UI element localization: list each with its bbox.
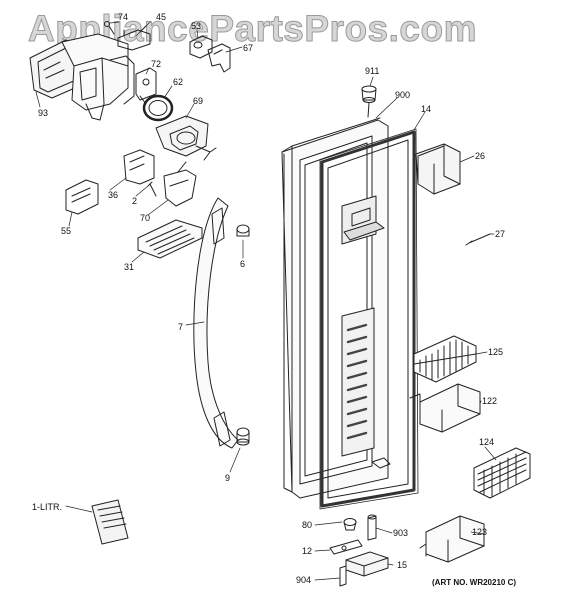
screw-2: [147, 181, 157, 197]
cover-26: [415, 143, 461, 195]
part-67: [207, 43, 231, 73]
label-36: 36: [108, 190, 119, 200]
label-74: 74: [118, 12, 129, 22]
label-26: 26: [475, 151, 486, 161]
handle-7: [193, 197, 239, 449]
label-69: 69: [193, 96, 204, 106]
bracket-55: [65, 179, 99, 215]
label-27: 27: [495, 229, 506, 239]
label-72: 72: [151, 59, 162, 69]
plug-9: [236, 427, 250, 446]
dispenser-housing-assembly: [29, 33, 135, 121]
label-125: 125: [488, 347, 504, 357]
wire-connector: [371, 457, 391, 469]
part-53: [189, 35, 213, 59]
bin-123: [419, 515, 485, 563]
plug-6: [236, 224, 250, 237]
chute-69: [155, 115, 217, 161]
label-93: 93: [38, 108, 49, 118]
label-53: 53: [191, 21, 202, 31]
label-15: 15: [397, 560, 408, 570]
leader-lines: [35, 21, 497, 581]
label-903: 903: [393, 528, 409, 538]
label-123: 123: [472, 527, 488, 537]
label-900: 900: [395, 90, 411, 100]
label-904: 904: [296, 575, 312, 585]
basket-124: [473, 447, 531, 499]
label-9: 9: [225, 473, 231, 483]
part-15: [345, 551, 389, 577]
bin-122: [409, 383, 481, 433]
label-12: 12: [302, 546, 313, 556]
label-14: 14: [421, 104, 432, 114]
screw-27: [465, 233, 491, 246]
label-911: 911: [365, 66, 380, 76]
screw-74: [104, 21, 115, 35]
tube-903: [367, 514, 377, 541]
label-6: 6: [240, 259, 246, 269]
ring-62: [142, 94, 174, 122]
label-55: 55: [61, 226, 72, 236]
label-7: 7: [178, 322, 184, 332]
label-31: 31: [124, 262, 135, 272]
door-gasket: [319, 128, 419, 510]
bin-125: [413, 335, 477, 383]
part-12: [329, 539, 363, 555]
label-45: 45: [156, 12, 167, 22]
label-80: 80: [302, 520, 313, 530]
drip-tray-31: [137, 219, 203, 259]
label-70: 70: [140, 213, 151, 223]
cap-911: [361, 85, 377, 118]
switch-36: [123, 149, 155, 185]
art-number: (ART NO. WR20210 C): [432, 578, 517, 587]
part-80: [343, 518, 357, 531]
label-62: 62: [173, 77, 184, 87]
label-2: 2: [132, 196, 138, 206]
label-67: 67: [243, 43, 254, 53]
label-124: 124: [479, 437, 495, 447]
label-manual: 1-LITR.: [32, 502, 63, 512]
dispenser-channel: [341, 307, 375, 457]
owners-manual: [91, 499, 129, 545]
actuator-70: [163, 161, 197, 207]
part-904: [339, 565, 347, 587]
dispenser-recess: [341, 195, 385, 245]
label-122: 122: [482, 396, 498, 406]
